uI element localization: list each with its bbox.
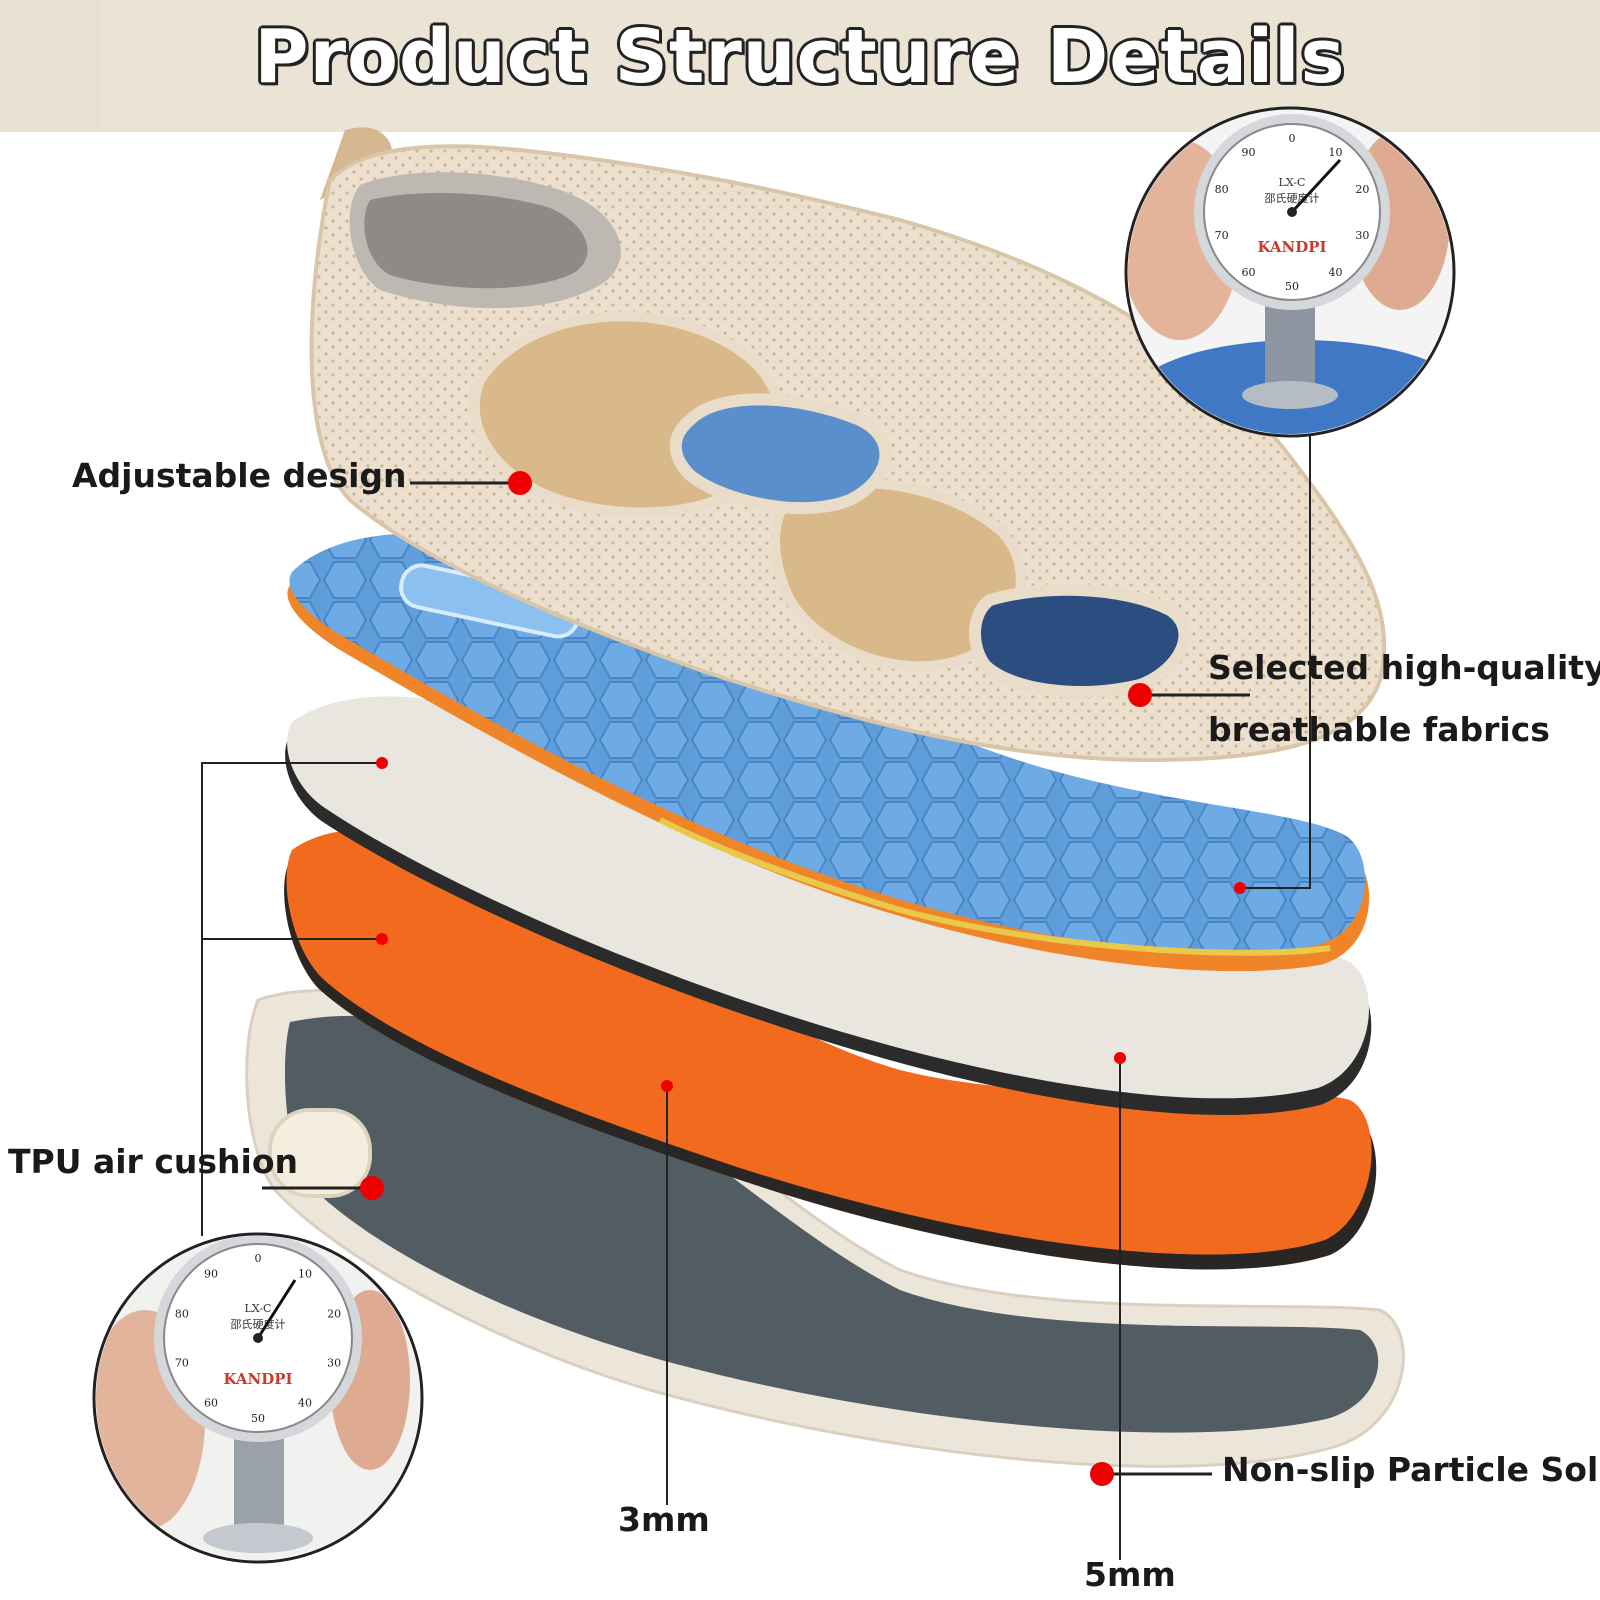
gauge-brand-text: KANDPI	[1257, 238, 1326, 256]
gauge-model-text: LX-C	[1279, 176, 1306, 189]
marker-fabrics	[1128, 683, 1152, 707]
marker-white-layer	[376, 757, 388, 769]
label-fabrics-line1: Selected high-quality	[1208, 648, 1600, 687]
dial-number-1-90: 90	[204, 1267, 218, 1280]
dial-number-1-60: 60	[204, 1397, 218, 1410]
dial-number-0-60: 60	[1242, 266, 1256, 279]
marker-insole	[1234, 882, 1246, 894]
marker-adjustable	[508, 471, 532, 495]
label-5mm: 5mm	[1084, 1555, 1176, 1594]
gauge-model-text-2: LX-C	[245, 1302, 272, 1315]
marker-orange-layer	[376, 933, 388, 945]
durometer-gauge-bottom: LX-C 邵氏硬度计 KANDPI 0 10 20 30 40 50 60 70 80 90	[92, 1232, 424, 1564]
dial-number-1-0: 0	[255, 1252, 262, 1265]
dial-number-1-80: 80	[175, 1307, 189, 1320]
dial-number-0-80: 80	[1215, 183, 1229, 196]
shoe-upper	[309, 127, 1387, 763]
gauge-needle	[1290, 158, 1342, 214]
dial-number-0-90: 90	[1242, 146, 1256, 159]
outsole	[245, 989, 1405, 1468]
dial-number-0-70: 70	[1215, 229, 1229, 242]
label-3mm: 3mm	[618, 1500, 710, 1539]
marker-5mm	[1114, 1052, 1126, 1064]
dial-number-1-50: 50	[251, 1412, 265, 1425]
gauge-subtitle-text: 邵氏硬度计	[1265, 191, 1320, 205]
label-fabrics-line2: breathable fabrics	[1208, 710, 1550, 749]
marker-tpu	[360, 1176, 384, 1200]
durometer-gauge-top: LX-C 邵氏硬度计 KANDPI 0 10 20 30 40 50 60 70 80 90	[1124, 106, 1456, 438]
dial-number-0-0: 0	[1289, 132, 1296, 145]
air-cushion-window	[268, 1108, 372, 1198]
dial-number-1-40: 40	[298, 1397, 312, 1410]
label-tpu-air-cushion: TPU air cushion	[8, 1142, 298, 1181]
callouts	[201, 434, 1311, 1560]
marker-nonslip	[1090, 1462, 1114, 1486]
gauge-brand-text-2: KANDPI	[223, 1370, 292, 1388]
dial-number-1-70: 70	[175, 1357, 189, 1370]
dial-number-0-10: 10	[1329, 146, 1343, 159]
foam-layer-5mm	[285, 696, 1372, 1116]
gauge-subtitle-text-2: 邵氏硬度计	[231, 1317, 286, 1331]
title-banner-inner	[100, 0, 1480, 132]
dial-number-1-20: 20	[327, 1307, 341, 1320]
gauge-needle-2	[256, 1279, 297, 1339]
label-non-slip-sole: Non-slip Particle Sol	[1222, 1450, 1599, 1489]
dial-number-0-40: 40	[1329, 266, 1343, 279]
page-title: Product Structure Details	[254, 14, 1346, 100]
dial-number-1-10: 10	[298, 1267, 312, 1280]
dial-number-0-30: 30	[1355, 229, 1369, 242]
label-adjustable-design: Adjustable design	[72, 456, 407, 495]
dial-number-1-30: 30	[327, 1357, 341, 1370]
dial-number-0-50: 50	[1285, 280, 1299, 293]
marker-3mm	[661, 1080, 673, 1092]
dial-number-0-20: 20	[1355, 183, 1369, 196]
